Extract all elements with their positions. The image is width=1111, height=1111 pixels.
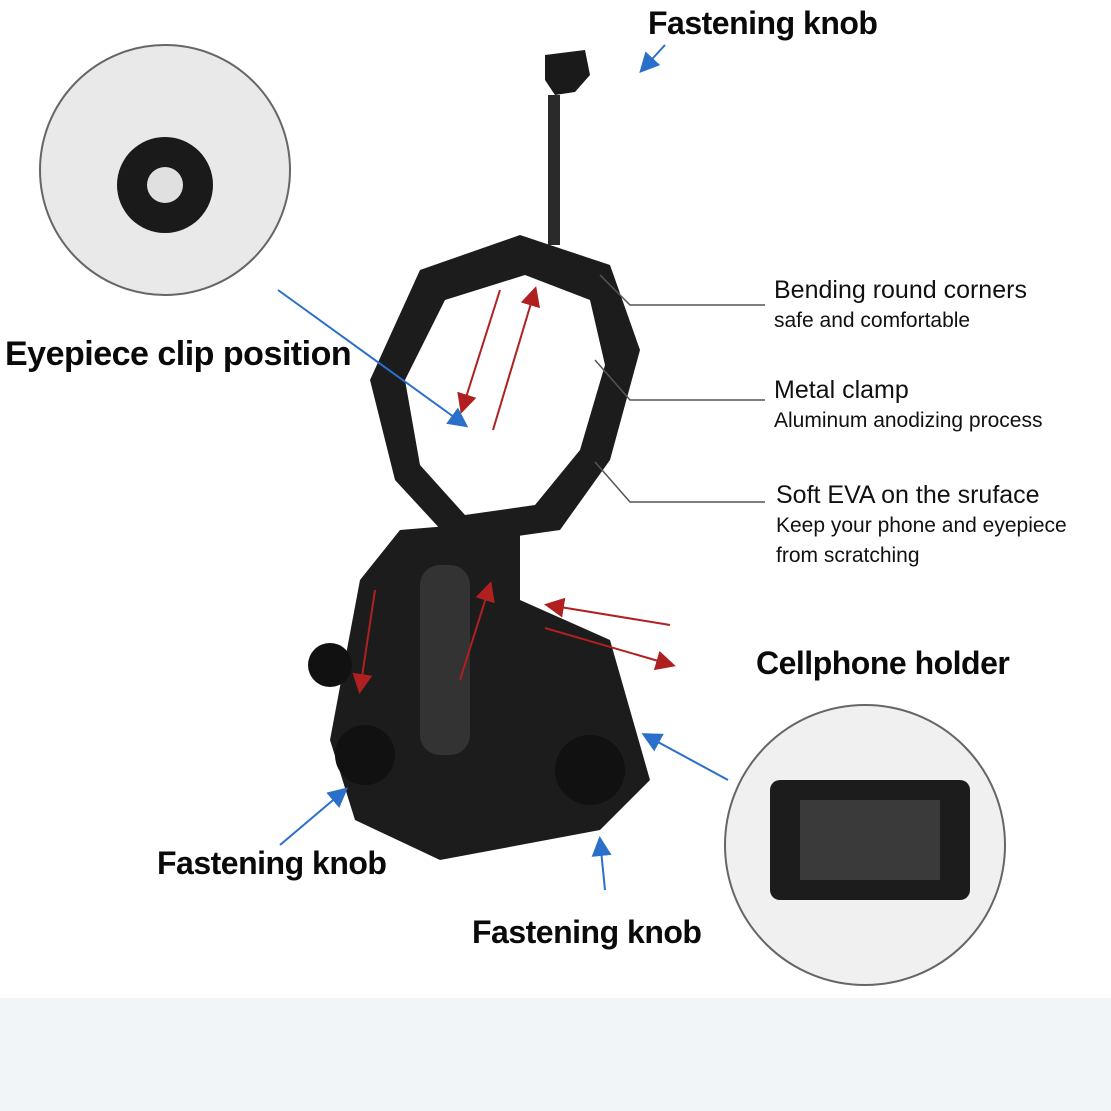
phone-mount-body-icon xyxy=(308,520,650,860)
feature-subtitle: safe and comfortable xyxy=(774,309,971,332)
eyepiece-clip-label: Eyepiece clip position xyxy=(5,335,352,373)
cellphone-holder-inset xyxy=(724,704,1006,986)
feature-title: Metal clamp xyxy=(774,376,909,404)
motion-arrows xyxy=(352,286,676,694)
left-knob-label: Fastening knob xyxy=(157,845,387,881)
feature-subtitle: Keep your phone and eyepiece from scratc… xyxy=(776,514,1067,567)
eyepiece-inset xyxy=(39,44,291,296)
cellphone-holder-label: Cellphone holder xyxy=(756,645,1010,681)
bottom-knob-label: Fastening knob xyxy=(472,914,702,950)
leader-lines xyxy=(594,274,765,503)
feature-title: Bending round corners xyxy=(774,276,1027,304)
top-knob-icon xyxy=(545,50,590,245)
pointer-arrows xyxy=(277,44,729,891)
feature-title: Soft EVA on the sruface xyxy=(776,481,1040,509)
top-knob-label: Fastening knob xyxy=(648,5,878,41)
bottom-band xyxy=(0,998,1111,1111)
feature-subtitle: Aluminum anodizing process xyxy=(774,409,1043,432)
